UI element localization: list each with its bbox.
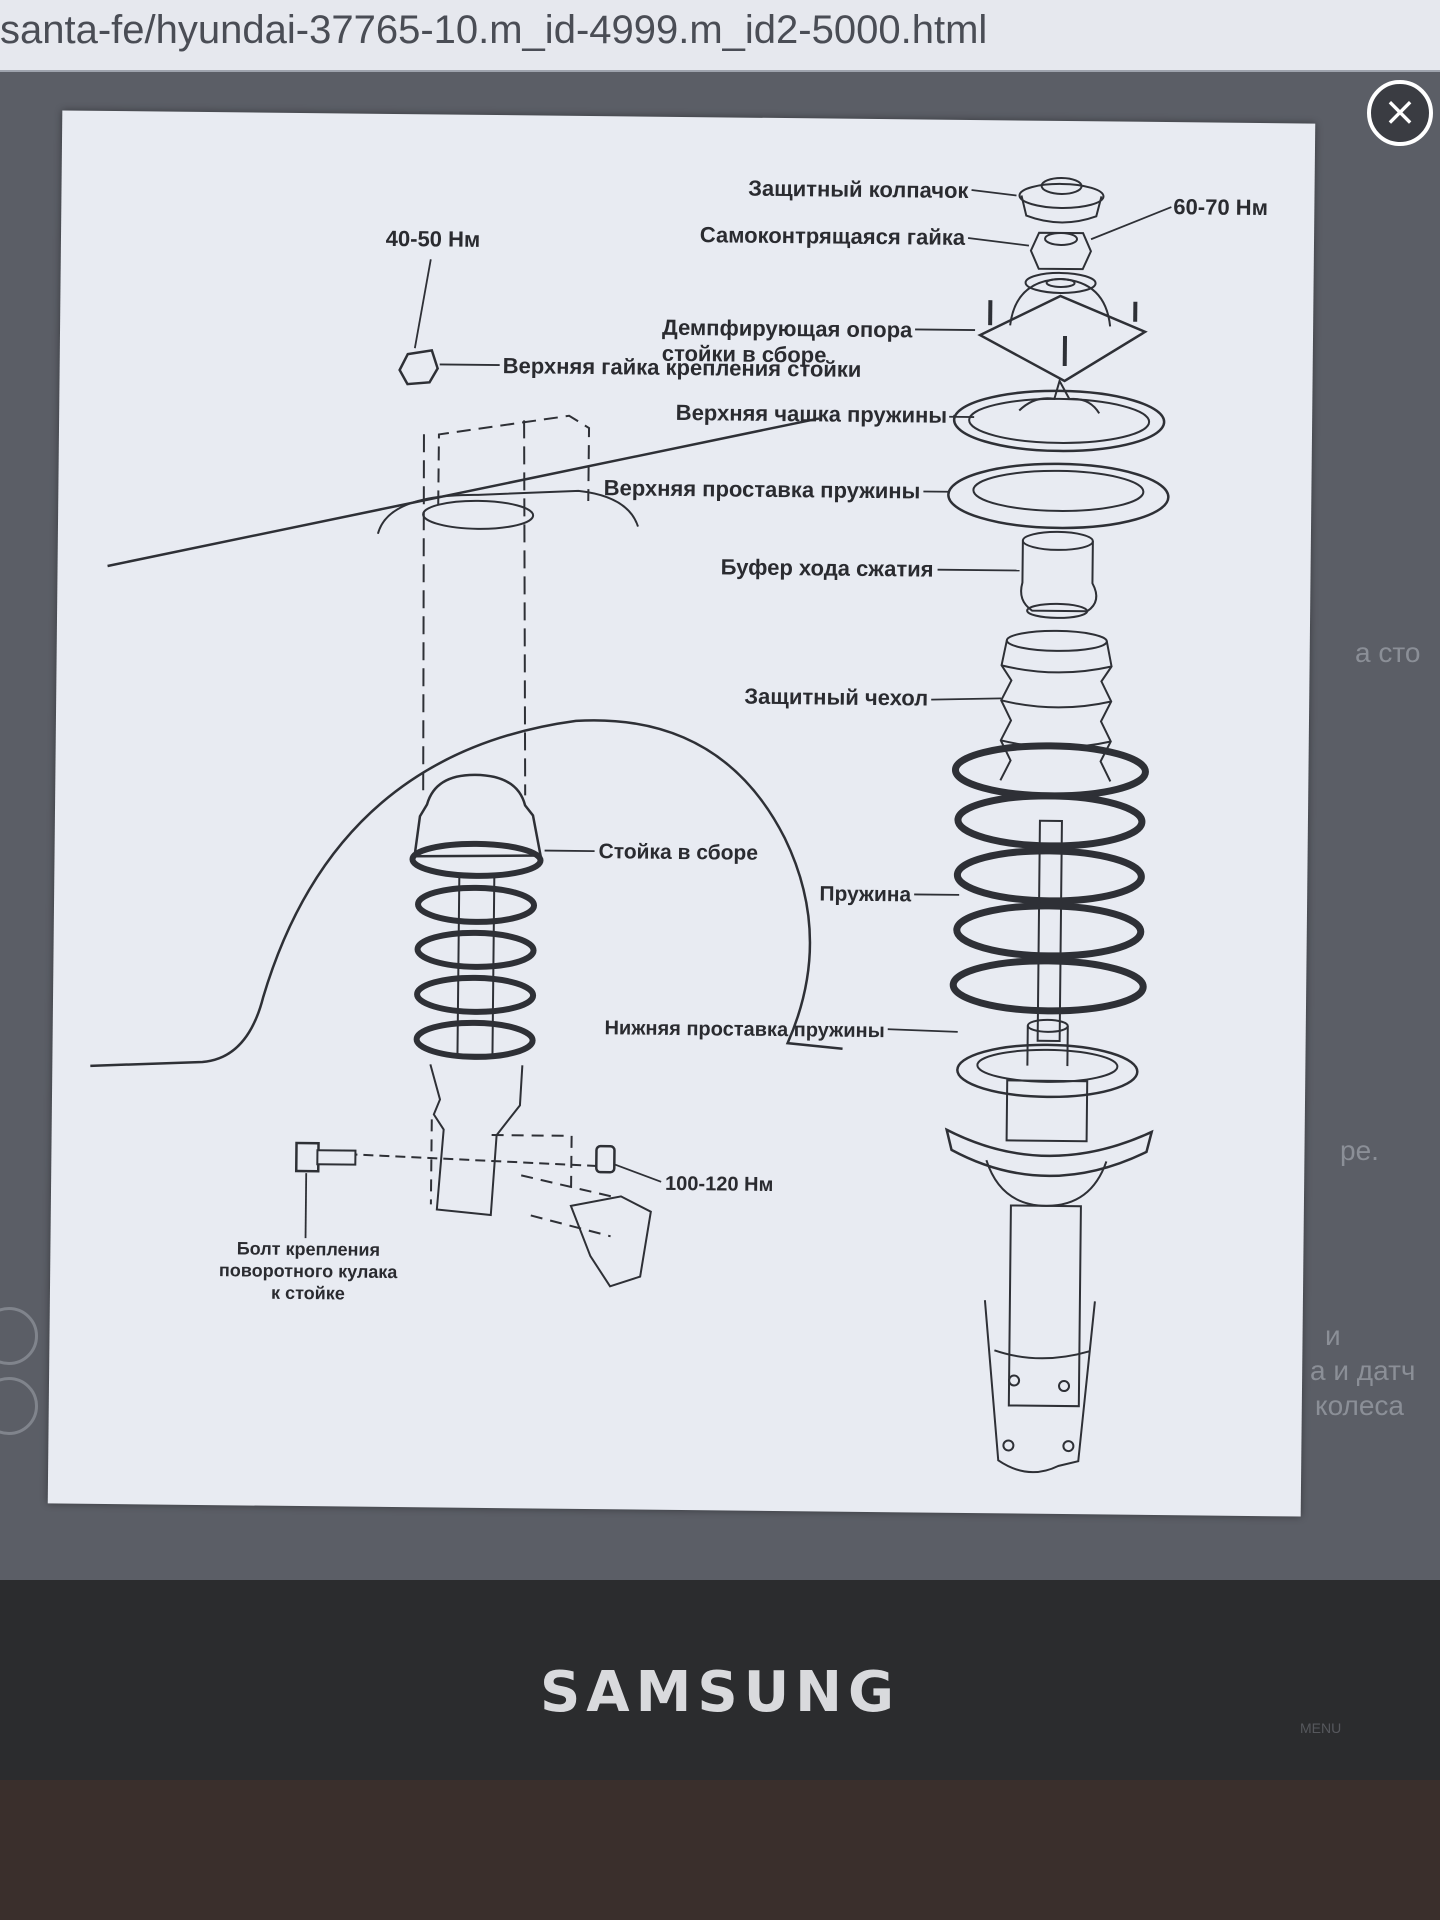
label-torque-100-120: 100-120 Нм xyxy=(665,1173,773,1196)
monitor-menu-button[interactable]: MENU xyxy=(1300,1720,1342,1736)
protective-cap-icon xyxy=(1018,176,1105,224)
label-self-locking-nut: Самоконтрящаяся гайка xyxy=(700,222,966,250)
strut-assembly-diagram: Защитный колпачок 60-70 Нм Самоконтрящая… xyxy=(90,176,1268,1474)
label-strut-assembly: Стойка в сборе xyxy=(598,840,758,865)
bump-stop-icon xyxy=(1020,530,1098,619)
label-damper-mount-line1: Демпфирующая опора xyxy=(662,315,913,343)
upper-spring-cup-icon xyxy=(952,378,1166,453)
background-text-fragment: а и датч xyxy=(1310,1355,1416,1386)
background-text-fragment: ре. xyxy=(1340,1135,1379,1166)
strut-top-phantom xyxy=(437,414,591,505)
leader-lines xyxy=(304,189,1172,1239)
steering-knuckle-phantom xyxy=(429,1119,612,1238)
strut-centerline-right xyxy=(523,420,527,796)
label-upper-spring-cup: Верхняя чашка пружины xyxy=(676,400,948,428)
knuckle-bolt-axis xyxy=(331,1152,602,1168)
monitor-screen: santa-fe/hyundai-37765-10.m_id-4999.m_id… xyxy=(0,0,1440,1580)
knuckle-bolt-head-icon xyxy=(294,1141,320,1173)
upper-strut-nut-icon xyxy=(398,348,440,386)
desk-surface xyxy=(0,1780,1440,1920)
label-torque-60-70: 60-70 Нм xyxy=(1173,194,1268,220)
label-torque-40-50: 40-50 Нм xyxy=(386,226,481,252)
knuckle-bolt-shank-icon xyxy=(316,1149,357,1166)
label-dust-boot: Защитный чехол xyxy=(744,684,928,711)
label-protective-cap: Защитный колпачок xyxy=(748,176,970,203)
strut-rod-assembled xyxy=(456,873,496,1057)
upper-spring-spacer-icon xyxy=(947,462,1170,530)
strut-tower-hole xyxy=(422,499,535,530)
self-locking-nut-icon xyxy=(1029,231,1093,271)
shock-absorber-icon xyxy=(944,1079,1154,1474)
strut-top-mount xyxy=(413,773,543,858)
browser-address-bar[interactable]: santa-fe/hyundai-37765-10.m_id-4999.m_id… xyxy=(0,0,1440,72)
label-upper-strut-nut: Верхняя гайка крепления стойки xyxy=(503,353,862,382)
knuckle-nut-icon xyxy=(595,1144,616,1174)
piston-rod-icon xyxy=(1036,819,1063,1042)
strut-centerline-left xyxy=(422,434,425,795)
wheel-arch-outline xyxy=(90,719,843,1068)
monitor-brand-logo: SAMSUNG xyxy=(539,1660,901,1725)
strut-tower xyxy=(376,489,639,535)
background-radio-icon xyxy=(0,1307,38,1365)
label-knuckle-bolt-line1: Болт крепления xyxy=(237,1238,380,1259)
background-text-fragment: а сто xyxy=(1355,637,1421,668)
label-spring: Пружина xyxy=(819,882,911,906)
body-section-line xyxy=(107,417,820,568)
strut-spring-assembled xyxy=(409,840,544,1060)
dust-boot-icon xyxy=(999,629,1113,782)
background-text-fragment: колеса xyxy=(1315,1390,1405,1421)
spring-icon xyxy=(949,742,1149,1015)
background-radio-icon xyxy=(0,1377,38,1435)
close-button[interactable]: × xyxy=(1367,80,1433,146)
label-upper-spring-spacer: Верхняя проставка пружины xyxy=(604,475,921,503)
image-lightbox: Защитный колпачок 60-70 Нм Самоконтрящая… xyxy=(47,110,1316,1517)
label-knuckle-bolt-line2: поворотного кулака xyxy=(219,1260,399,1282)
damper-mount-icon xyxy=(977,271,1148,383)
url-text[interactable]: santa-fe/hyundai-37765-10.m_id-4999.m_id… xyxy=(0,8,988,52)
label-damper-mount-line2: стойки в сборе xyxy=(662,341,827,368)
label-knuckle-bolt-line3: к стойке xyxy=(271,1283,345,1304)
label-lower-spring-spacer: Нижняя проставка пружины xyxy=(604,1017,884,1042)
steering-knuckle-fragment xyxy=(569,1195,652,1288)
background-text-fragment: и xyxy=(1325,1320,1341,1351)
label-bump-stop: Буфер хода сжатия xyxy=(721,554,934,581)
lower-spring-spacer-icon xyxy=(956,1018,1139,1099)
strut-body-lower xyxy=(429,1064,524,1217)
